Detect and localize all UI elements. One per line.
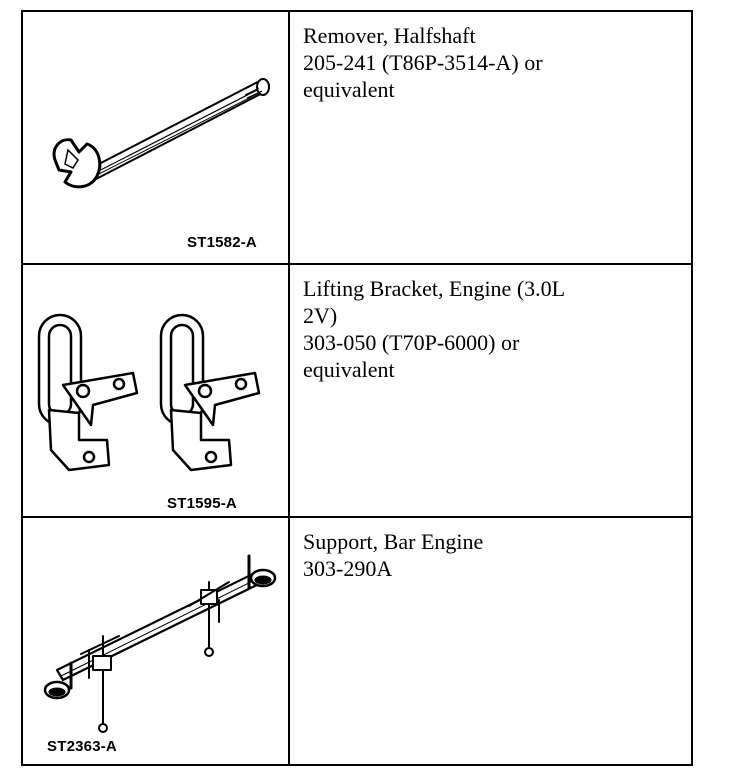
- halfshaft-remover-wrench-icon: [52, 78, 270, 189]
- tool-image-code: ST1595-A: [167, 495, 237, 512]
- tool-part-number: 205-241 (T86P-3514-A) or: [303, 50, 543, 75]
- tool-part-number: 303-050 (T70P-6000) or: [303, 330, 520, 355]
- tool-image-cell: ST1595-A: [23, 265, 290, 516]
- tool-image-cell: ST1582-A: [23, 12, 290, 263]
- tool-row: ST1582-A Remover, Halfshaft 205-241 (T86…: [23, 12, 691, 265]
- tool-image-cell: ST2363-A: [23, 518, 290, 764]
- tool-part-number: 303-290A: [303, 556, 393, 581]
- tool-description: Support, Bar Engine 303-290A: [303, 528, 683, 582]
- tool-image-code: ST1582-A: [187, 234, 257, 251]
- tool-description: Remover, Halfshaft 205-241 (T86P-3514-A)…: [303, 22, 683, 103]
- tool-equivalent-note: equivalent: [303, 357, 395, 382]
- tool-name: Remover, Halfshaft: [303, 23, 476, 48]
- engine-lifting-bracket-icon: [37, 313, 261, 472]
- engine-support-bar-icon: [43, 554, 277, 733]
- tool-equivalent-note: equivalent: [303, 77, 395, 102]
- tool-name: Lifting Bracket, Engine (3.0L: [303, 276, 566, 301]
- tool-row: ST2363-A Support, Bar Engine 303-290A: [23, 518, 691, 764]
- tool-description: Lifting Bracket, Engine (3.0L 2V) 303-05…: [303, 275, 683, 383]
- tool-image-code: ST2363-A: [47, 738, 117, 755]
- tool-name-continued: 2V): [303, 303, 338, 328]
- tool-row: ST1595-A Lifting Bracket, Engine (3.0L 2…: [23, 265, 691, 518]
- special-tools-table: ST1582-A Remover, Halfshaft 205-241 (T86…: [21, 10, 693, 766]
- tool-name: Support, Bar Engine: [303, 529, 484, 554]
